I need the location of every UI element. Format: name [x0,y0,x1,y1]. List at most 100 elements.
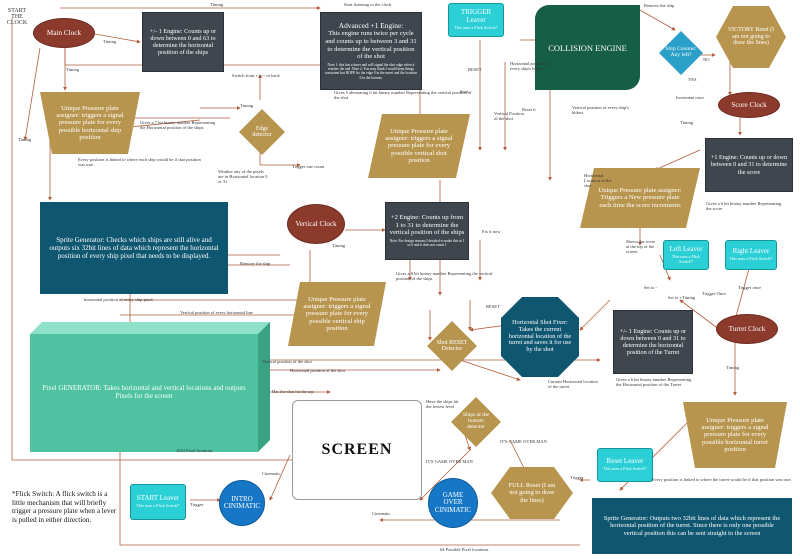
pp-vertical-shot-label: Unique Pressure plate assigner: triggers… [385,127,453,165]
label-ships-hit-bottom: Have the ships hit the lowest level [426,399,459,409]
engine-vertical: +2 Engine: Counts up from 1 to 31 to det… [385,202,469,260]
reset-leaver-title: Reset Leaver [606,457,644,466]
label-remove-ship2: Remove the ship [240,261,271,266]
advanced-engine-body: This engine runs twice per cycle and cou… [325,30,417,61]
label-trigger-once2: Trigger once [738,285,761,290]
label-trigger: Trigger [190,502,204,507]
label-current-horiz-turret: Current Horizontal location of the turre… [548,379,598,389]
left-leaver-title: Left Leaver [669,244,703,253]
vertical-clock: Vertical Clock [287,204,345,244]
main-clock: Main Clock [33,18,95,48]
label-weather: Weather any of the pixels are in Horizon… [218,169,268,184]
label-vert-pos-shot: Vertical Position of the shot [494,111,524,121]
ship-counter-label: Ship Counter: Any left? [665,46,697,58]
label-shot-hit-top: Has the shot hit the top [272,389,314,394]
label-pixel-locations: 1024 Pixel locations [176,448,213,453]
trigger-leaver-title: TRIGGER Leaver [460,8,492,24]
right-leaver-sub: This uses a Flick Switch* [729,256,773,262]
label-timing-7: Timing [680,120,694,125]
label-every-pos-turret: Every position is linked to where the tu… [652,477,792,482]
label-horiz-loc-shot: Horizontal Location of the shot [584,173,612,188]
label-increment-once: Increment once [676,95,704,100]
label-gives7: Gives a 7 bit binary number Representing… [140,120,216,130]
start-leaver-sub: This uses a Flick Switch* [136,503,180,509]
horizontal-shot-fixer-label: Horizontal Shot Fixer: Takes the current… [508,318,572,354]
label-reset: RESET [468,67,482,72]
engine-horizontal: +/- 1 Engine: Counts up or down between … [142,12,224,72]
turret-clock: Turret Clock [716,314,778,344]
footnote: *Flick Switch: A flick switch is a littl… [12,490,117,524]
label-no: NO [703,57,710,62]
reset-leaver: Reset Leaver This uses a Flick Switch* [597,448,653,482]
label-gives6-ships: Gives a 6 bit binary number Representing… [396,271,493,281]
label-start-listening: Start listening to the clock [344,2,392,7]
edge-detector: Edge detector [238,108,286,156]
engine-score: +1 Engine: Counts up or down between 0 a… [705,138,793,192]
advanced-engine-title: Advanced +1 Engine: [338,20,404,30]
ships-bottom-detector: Ships at the bottom detector [450,396,502,448]
game-over-cinimatic: GAME OVER CINIMATIC [428,478,478,528]
label-horiz-pos-hitbox: Horizontal position of every ship's hitb… [510,61,550,71]
label-switch-dir: Switch from + to - or back [232,73,280,78]
label-set-minus: Set to - [644,285,657,290]
full-reset: FULL Reset (I am not going to draw the l… [490,466,574,520]
label-shows-score: Shows the score at the top of the screen [626,239,656,254]
ships-bottom-label: Ships at the bottom detector [462,412,490,430]
pp-turret-label: Unique Pressure plate assigner: triggers… [701,416,769,454]
label-cinematic2: Cinematic [372,511,391,516]
start-clock-label: START THE CLOCK [6,7,28,27]
label-gives6-score: Gives a 6 bit binary number Representing… [706,201,782,211]
pp-vertical-ship-label: Unique Pressure plate assigner: triggers… [303,295,371,333]
victory-reset: VICTORY Reset (I am not going to draw th… [715,5,787,69]
label-trigger2: Trigger [570,475,584,480]
label-possible-pixel: 64 Possible Pixel locations [440,547,489,552]
label-cinematic: Cinematic [262,471,281,476]
label-game-over2: IT'S GAME OVER MAN [426,459,473,464]
left-leaver-sub: This uses a Flick Switch* [671,254,701,264]
label-start: Start [460,89,469,94]
pp-score-label: Unique Pressure plate assigner: Triggers… [598,186,682,209]
pixel-generator: Pixel GENERATOR: Takes horizontal and ve… [30,322,270,452]
label-set-plus: Set to + [668,295,683,300]
trigger-leaver: TRIGGER Leaver This uses a Flick Switch* [448,3,504,37]
shot-reset-detector: Shot RESET Detector [426,320,478,372]
label-gives6-turret: Gives a 6 bit binary number Representing… [616,377,692,387]
pp-horizontal-ship-label: Unique Pressure plate assigner: triggers… [56,104,124,142]
collision-engine: COLLISION ENGINE [535,5,640,90]
reset-leaver-sub: This uses a Flick Switch* [603,466,647,472]
right-leaver-title: Right Leaver [732,247,770,256]
label-remove-ship: Remove the ship [644,3,675,8]
pp-turret: Unique Pressure plate assigner: triggers… [683,402,787,468]
advanced-engine: Advanced +1 Engine: This engine runs twi… [320,12,422,90]
label-reset-it: Reset it [522,107,536,112]
start-leaver-title: START Leaver [136,494,180,503]
left-leaver: Left Leaver This uses a Flick Switch* [663,240,709,270]
right-leaver: Right Leaver This uses a Flick Switch* [725,240,777,270]
label-reset2: RESET [486,304,500,309]
start-leaver: START Leaver This uses a Flick Switch* [130,484,186,520]
label-vert-pos-shot2: Vertical position of the shot [262,359,312,364]
label-fix-it-now: Fix it now [482,229,501,234]
trigger-leaver-sub: This uses a Flick Switch* [454,25,498,31]
sprite-generator-turret-label: Sprite Generator: Outputs two 32bit line… [603,514,781,537]
sprite-generator-turret: Sprite Generator: Outputs two 32bit line… [592,498,792,554]
label-timing-8: Timing [682,295,696,300]
label-timing-3: Timing [66,67,80,72]
pp-score: Unique Pressure plate assigner: Triggers… [580,168,700,228]
label-timing-main: Timing [210,2,224,7]
full-reset-label: FULL Reset (I am not going to draw the l… [508,482,556,504]
engine-vertical-note: Note: For design reasons I decided to ma… [389,239,465,248]
label-timing-2: Timing [103,39,117,44]
label-vert-pos-hitbox: Vertical position of every ship's hitbox [572,105,629,115]
label-trigger-one: Trigger one count [292,164,325,169]
score-clock: Score Clock [718,92,780,118]
advanced-engine-note: Note 1: this has a timer and will signal… [324,62,418,80]
label-trigger-once: Trigger Once [702,291,726,296]
pp-vertical-ship: Unique Pressure plate assigner: triggers… [288,282,386,346]
intro-cinimatic: INTRO CINIMATIC [219,480,265,526]
label-game-over: IT'S GAME OVER MAN [500,439,547,444]
pp-vertical-shot: Unique Pressure plate assigner: triggers… [368,114,470,178]
edge-detector-label: Edge detector [252,125,272,138]
